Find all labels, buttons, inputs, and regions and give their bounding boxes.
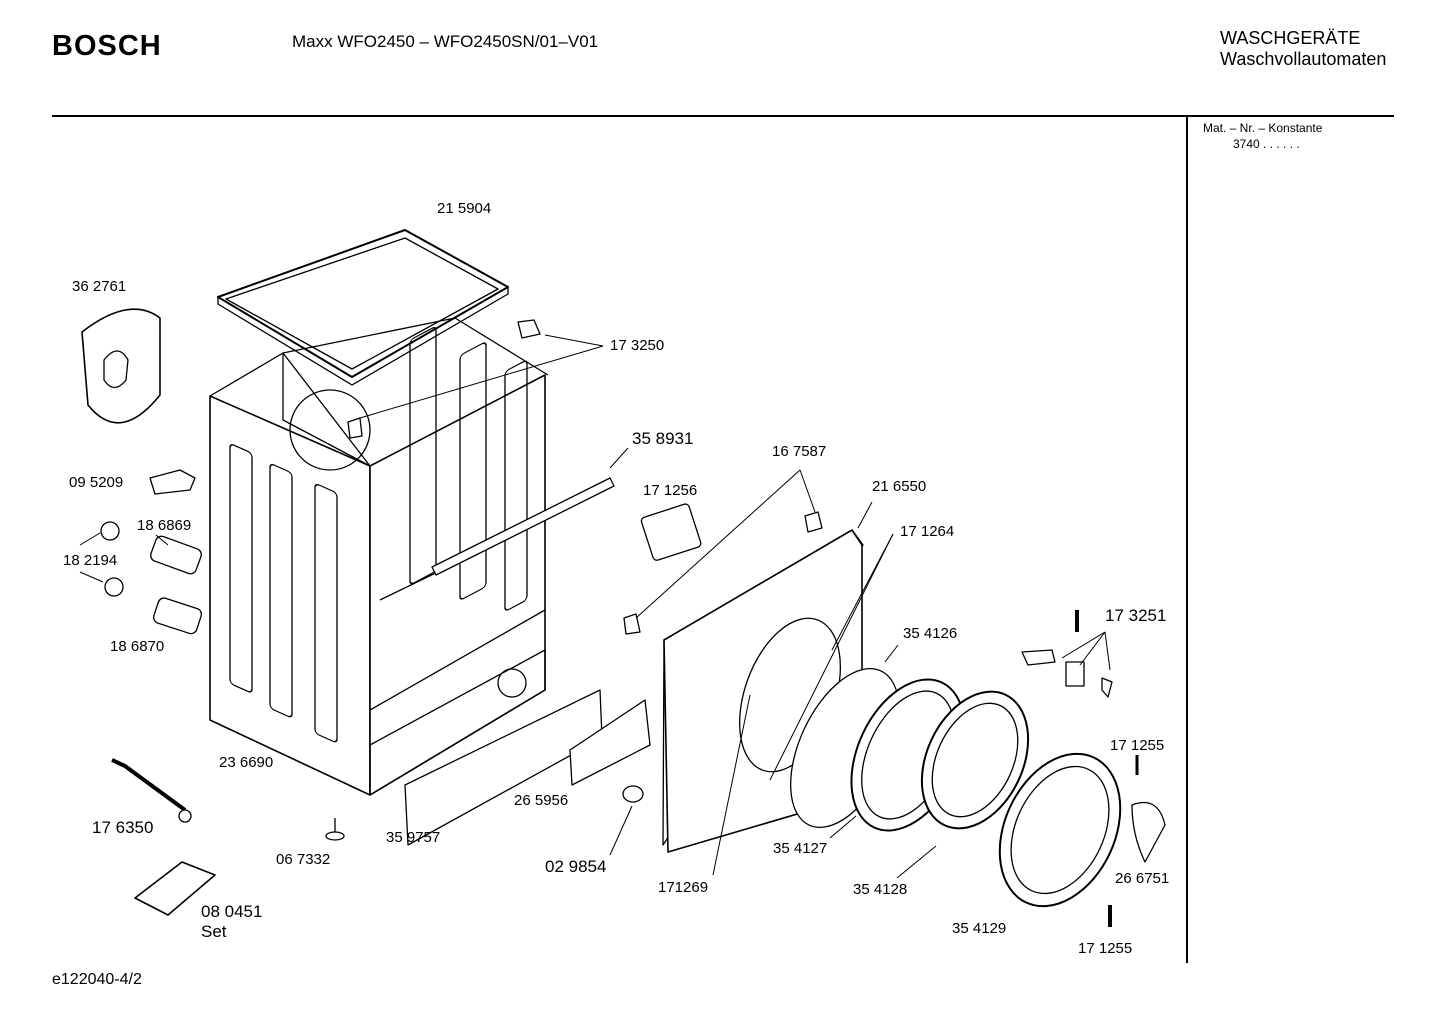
plinth-panel-part bbox=[404, 689, 651, 846]
part-label: 17 3251 bbox=[1105, 606, 1167, 625]
part-label: 09 5209 bbox=[69, 474, 124, 491]
part-label: 26 6751 bbox=[1115, 870, 1170, 887]
model-title: Maxx WFO2450 – WFO2450SN/01–V01 bbox=[292, 32, 599, 51]
part-label: 17 1255 bbox=[1110, 737, 1165, 754]
part-label: 35 4128 bbox=[853, 881, 908, 898]
header-divider bbox=[52, 115, 1394, 117]
part-label: 17 3250 bbox=[610, 337, 665, 354]
door-ring-outer-part bbox=[998, 752, 1122, 908]
part-label: 17 1256 bbox=[643, 482, 698, 499]
part-label: 35 4127 bbox=[773, 840, 828, 857]
cabinet-frame-part bbox=[209, 317, 549, 796]
side-panel-divider bbox=[1186, 115, 1188, 963]
cross-strut-part bbox=[431, 477, 615, 576]
part-label: 35 9757 bbox=[386, 829, 441, 846]
part-label: 18 6869 bbox=[137, 517, 192, 534]
category-title: WASCHGERÄTE bbox=[1220, 28, 1361, 48]
part-label: 23 6690 bbox=[219, 754, 274, 771]
part-label: 21 5904 bbox=[437, 200, 492, 217]
transport-lock-part bbox=[134, 861, 216, 916]
door-hinge-part bbox=[1131, 801, 1166, 863]
mat-nr-value: 3740 . . . . . . bbox=[1233, 137, 1300, 151]
door-lock-part bbox=[640, 503, 702, 561]
part-label: 02 9854 bbox=[545, 857, 607, 876]
pin-parts bbox=[1021, 610, 1139, 927]
foot-parts bbox=[100, 521, 203, 635]
leader-lines bbox=[79, 334, 1111, 879]
part-label: 16 7587 bbox=[772, 443, 827, 460]
top-lid-part bbox=[217, 229, 509, 386]
part-label: 35 4129 bbox=[952, 920, 1007, 937]
lid-clip-parts bbox=[347, 319, 823, 635]
part-label: 17 6350 bbox=[92, 818, 154, 837]
part-label: 18 6870 bbox=[110, 638, 165, 655]
drawing-id: e122040-4/2 bbox=[52, 971, 142, 988]
pump-cap-part bbox=[622, 785, 644, 803]
part-label: 35 4126 bbox=[903, 625, 958, 642]
part-label: Set bbox=[201, 922, 227, 941]
part-label: 171269 bbox=[658, 879, 709, 896]
rear-cover-part bbox=[81, 308, 161, 424]
part-label: 17 1255 bbox=[1078, 940, 1133, 957]
part-label: 26 5956 bbox=[514, 792, 569, 809]
category-subtitle: Waschvollautomaten bbox=[1220, 49, 1387, 69]
part-label: 17 1264 bbox=[900, 523, 955, 540]
part-label: 18 2194 bbox=[63, 552, 118, 569]
brand-logo: BOSCH bbox=[52, 30, 162, 62]
part-label: 21 6550 bbox=[872, 478, 927, 495]
door-glass-part bbox=[920, 690, 1030, 830]
adjustable-foot-part bbox=[325, 818, 345, 841]
mat-nr-label: Mat. – Nr. – Konstante bbox=[1203, 121, 1323, 135]
part-label: 35 8931 bbox=[632, 429, 694, 448]
part-label: 06 7332 bbox=[276, 851, 331, 868]
wrench-tool-part bbox=[111, 758, 192, 823]
part-label: 36 2761 bbox=[72, 278, 127, 295]
part-label: 08 0451 bbox=[201, 902, 263, 921]
hose-bracket-part bbox=[149, 469, 196, 495]
